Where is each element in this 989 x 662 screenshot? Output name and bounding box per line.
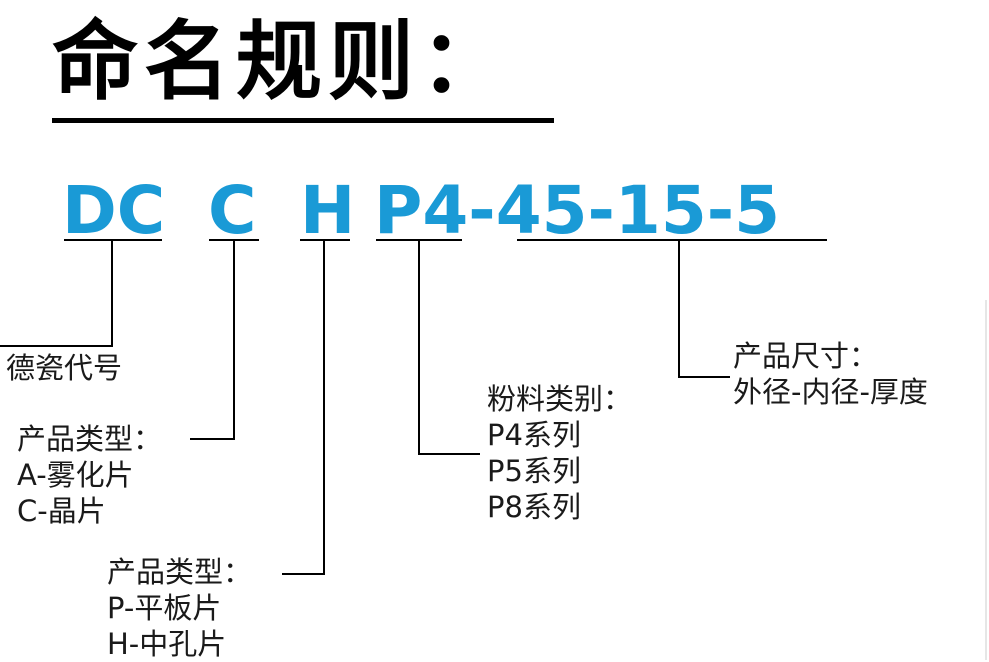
label-dc: 德瓷代号	[6, 350, 122, 386]
title-underline	[52, 118, 554, 123]
label-size-line2: 外径-内径-厚度	[733, 375, 928, 409]
connector-dc-vertical	[111, 240, 113, 346]
connector-p-horizontal	[418, 453, 480, 455]
underline-dc	[64, 239, 162, 241]
connector-dc-horizontal	[0, 345, 113, 347]
code-segment-c: C	[208, 172, 257, 249]
connector-c-horizontal	[190, 438, 235, 440]
code-segment-h: H	[300, 172, 356, 249]
connector-h-horizontal	[282, 573, 325, 575]
label-p-line2: P4系列	[487, 418, 581, 452]
connector-c-vertical	[233, 240, 235, 440]
label-size-line1: 产品尺寸：	[733, 339, 879, 373]
connector-size-horizontal	[678, 376, 730, 378]
connector-size-vertical	[678, 240, 680, 378]
label-c: 产品类型： A-雾化片 C-晶片	[17, 421, 162, 529]
label-p-line1: 粉料类别：	[487, 382, 633, 416]
label-c-line1: 产品类型：	[17, 422, 163, 456]
label-h-line2: P-平板片	[107, 591, 222, 625]
page-edge-divider	[985, 300, 987, 660]
underline-size	[517, 239, 827, 241]
underline-h	[300, 239, 350, 241]
label-h-line3: H-中孔片	[107, 627, 227, 661]
label-h: 产品类型： P-平板片 H-中孔片	[107, 554, 252, 662]
label-p-line4: P8系列	[487, 490, 581, 524]
code-segment-size: P4-45-15-5	[374, 172, 781, 249]
connector-h-vertical	[323, 240, 325, 575]
label-p-line3: P5系列	[487, 454, 581, 488]
label-dc-line1: 德瓷代号	[6, 351, 123, 385]
label-h-line1: 产品类型：	[107, 555, 253, 589]
label-p: 粉料类别： P4系列 P5系列 P8系列	[487, 381, 632, 525]
connector-p-vertical	[418, 240, 420, 455]
code-segment-dc: DC	[62, 172, 166, 249]
page-title: 命名规则：	[52, 11, 512, 112]
label-c-line3: C-晶片	[17, 494, 106, 528]
label-size: 产品尺寸： 外径-内径-厚度	[733, 338, 928, 410]
label-c-line2: A-雾化片	[17, 458, 134, 492]
